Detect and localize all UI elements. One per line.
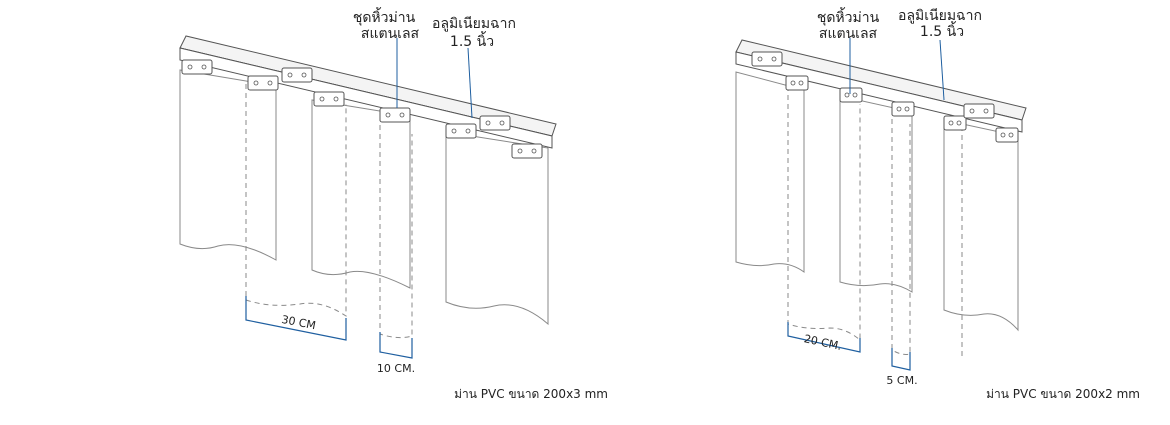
hanger-clip	[247, 75, 279, 91]
hanger-clip	[963, 103, 995, 119]
hanger-clip	[445, 123, 477, 139]
leader-rail	[467, 47, 473, 119]
dimension-strip	[245, 296, 347, 341]
hanger-clip	[891, 101, 915, 117]
overlap-width-label: 5 CM.	[886, 374, 917, 387]
hanger-clip	[313, 91, 345, 107]
pvc-strip	[245, 84, 347, 317]
hanger-clip	[181, 59, 213, 75]
pvc-strip	[311, 99, 411, 289]
overlap-width-label: 10 CM.	[377, 362, 415, 375]
strip-group-back	[179, 69, 549, 326]
leader-rail	[939, 39, 945, 101]
clip-label-line2: สแตนเลส	[819, 26, 878, 42]
dimension-overlap	[379, 332, 413, 359]
diagram-200x2: ชุดหิ้วม่าน สแตนเลส อลูมิเนียมฉาก 1.5 นิ…	[735, 7, 1140, 401]
stainless-hangers	[181, 59, 543, 159]
dimension-overlap	[891, 348, 911, 371]
dimension-lines	[245, 296, 413, 359]
strip-group-front	[787, 86, 963, 360]
hanger-clip	[785, 75, 809, 91]
hanger-clip	[511, 143, 543, 159]
hanger-bolts	[187, 64, 537, 154]
aluminium-rail	[735, 39, 1027, 133]
clip-label-line1: ชุดหิ้วม่าน	[353, 7, 416, 26]
rail-label-line1: อลูมิเนียมฉาก	[432, 16, 516, 32]
hanger-clip	[281, 67, 313, 83]
rail-label-line2: 1.5 นิ้ว	[450, 31, 494, 50]
hanger-clip	[995, 127, 1019, 143]
rail-label-line2: 1.5 นิ้ว	[920, 21, 964, 40]
hanger-clip	[839, 87, 863, 103]
caption: ม่าน PVC ขนาด 200x2 mm	[986, 387, 1140, 401]
hanger-clip	[943, 115, 967, 131]
hanger-bolts	[757, 56, 1014, 138]
pvc-strip	[839, 95, 913, 293]
diagram-200x3: ชุดหิ้วม่าน สแตนเลส อลูมิเนียมฉาก 1.5 นิ…	[179, 7, 608, 401]
aluminium-rail	[179, 35, 557, 149]
hanger-clip	[751, 51, 783, 67]
rail-label-line1: อลูมิเนียมฉาก	[898, 8, 982, 24]
clip-label-line1: ชุดหิ้วม่าน	[817, 7, 880, 26]
pvc-strip	[179, 69, 277, 261]
hanger-clip	[479, 115, 511, 131]
stainless-hangers	[751, 51, 1019, 143]
dimension-strip	[787, 322, 861, 353]
clip-label-line2: สแตนเลส	[361, 26, 420, 42]
hanger-clip	[379, 107, 411, 123]
pvc-strip	[735, 71, 805, 273]
dimension-lines	[787, 322, 911, 371]
strip-width-label: 20 CM.	[803, 332, 843, 353]
pvc-strip	[445, 131, 549, 326]
strip-width-label: 30 CM	[280, 313, 317, 332]
pvc-strip	[943, 119, 1019, 332]
caption: ม่าน PVC ขนาด 200x3 mm	[454, 387, 608, 401]
pvc-strip	[787, 86, 861, 342]
